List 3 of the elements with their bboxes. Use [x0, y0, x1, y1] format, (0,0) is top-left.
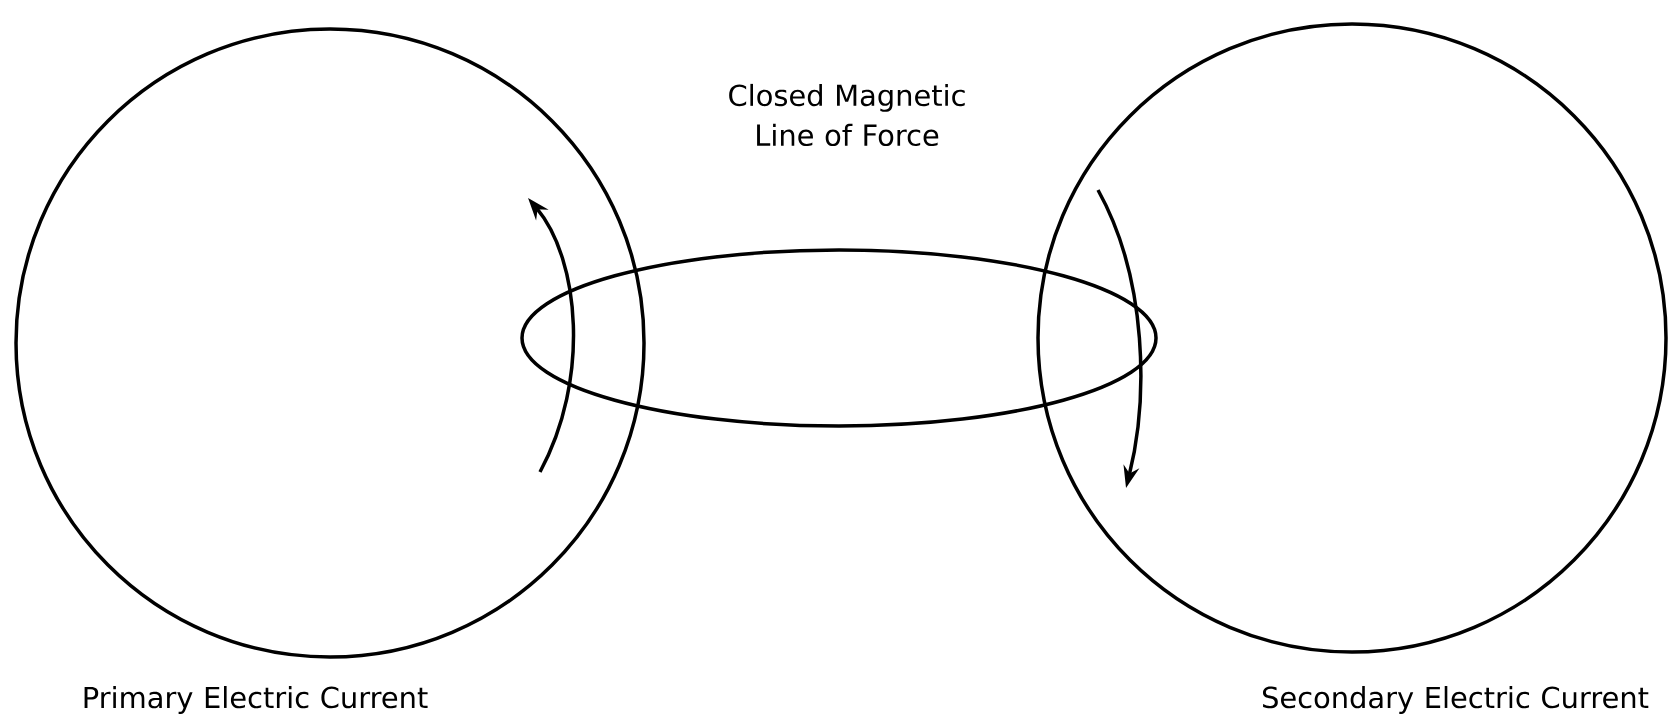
- node-label: Primary Electric Current: [84, 686, 428, 714]
- node-label: Closed Magnetic Line of Force: [729, 83, 965, 147]
- node-label: Secondary Electric Current: [1263, 686, 1649, 714]
